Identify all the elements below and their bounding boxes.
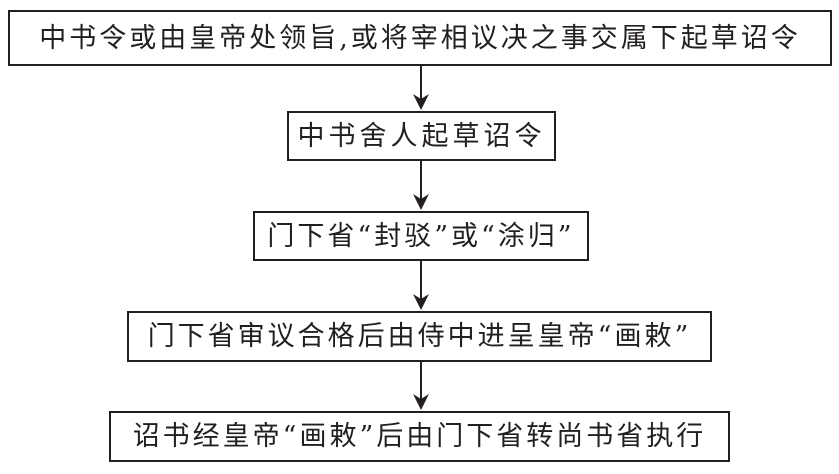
step-box-1: 中书令或由皇帝处领旨,或将宰相议决之事交属下起草诏令 [8, 10, 832, 66]
step-text-5: 诏书经皇帝“画敕”后由门下省转尚书省执行 [132, 421, 707, 452]
arrow-4-5-head [413, 394, 429, 410]
step-text-4: 门下省审议合格后由侍中进呈皇帝“画敕” [147, 321, 692, 352]
step-box-3: 门下省“封驳”或“涂归” [253, 211, 589, 261]
step-box-5: 诏书经皇帝“画敕”后由门下省转尚书省执行 [109, 411, 730, 462]
arrow-2-3-head [413, 194, 429, 210]
step-box-4: 门下省审议合格后由侍中进呈皇帝“画敕” [127, 311, 712, 362]
arrow-3-4-head [413, 294, 429, 310]
arrow-1-2-head [413, 94, 429, 110]
step-text-3: 门下省“封驳”或“涂归” [267, 220, 575, 252]
step-box-2: 中书舍人起草诏令 [287, 111, 556, 161]
step-text-1: 中书令或由皇帝处领旨,或将宰相议决之事交属下起草诏令 [39, 22, 801, 54]
step-text-2: 中书舍人起草诏令 [297, 120, 546, 152]
